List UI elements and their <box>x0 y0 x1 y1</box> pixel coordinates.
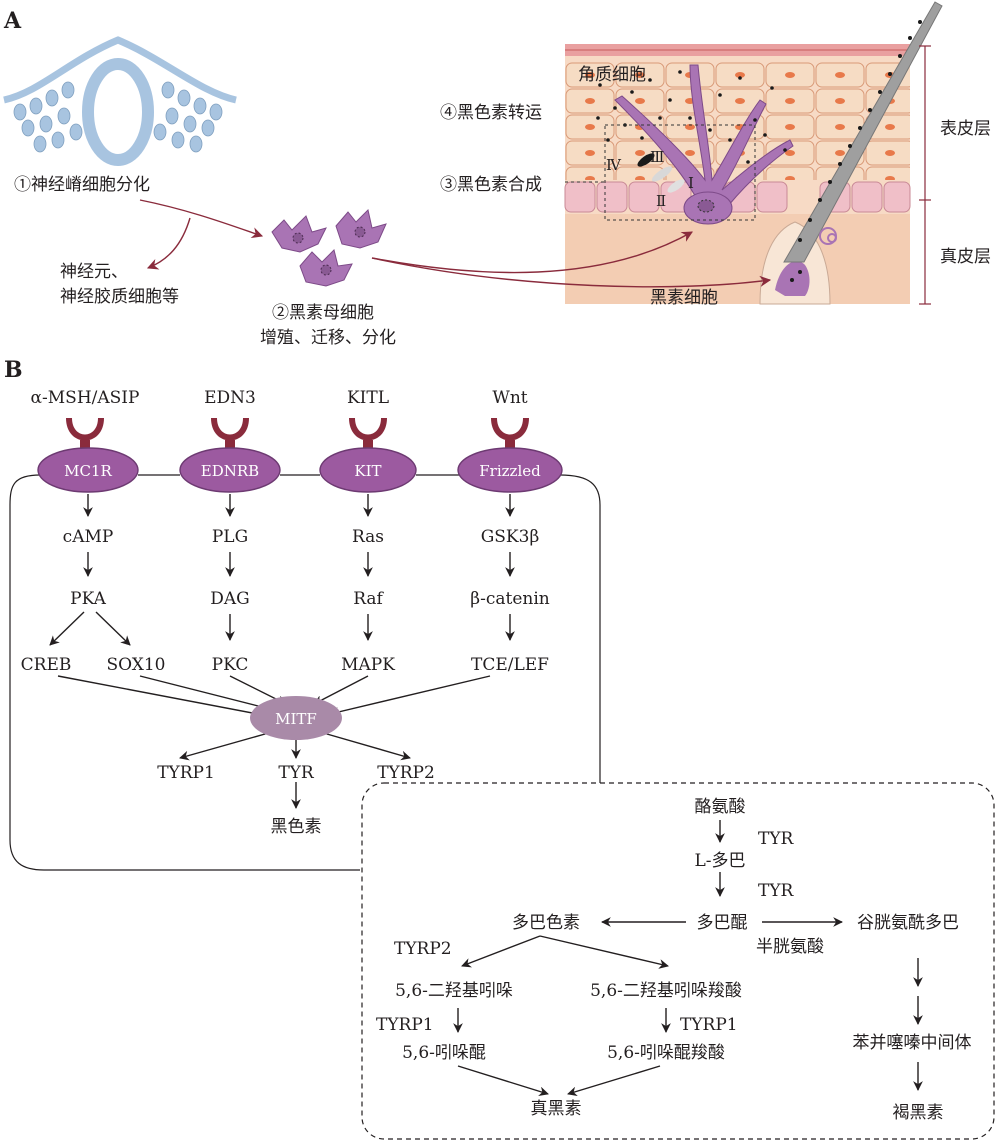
dermis-label: 真皮层 <box>940 247 991 267</box>
panel-b-label: B <box>4 357 23 383</box>
step2-label: ②黑素母细胞 <box>272 303 374 323</box>
syn-dhica: 5,6-二羟基吲哚羧酸 <box>590 981 742 1001</box>
node-gsk3b: GSK3β <box>481 527 540 547</box>
syn-tyrp2: TYRP2 <box>394 939 452 959</box>
arrow-to-follicle-melanocyte <box>371 257 772 288</box>
ligand-msh: α-MSH/ASIP <box>31 388 140 408</box>
mitf-label: MITF <box>275 710 317 728</box>
syn-tyrosine: 酪氨酸 <box>695 797 746 817</box>
syn-glutathione-dopa: 谷胱氨酰多巴 <box>857 913 959 933</box>
node-tce-lef: TCE/LEF <box>471 655 549 675</box>
melanin-label: 黑色素 <box>271 817 322 837</box>
node-ras: Ras <box>352 527 384 547</box>
syn-dopaquinone: 多巴醌 <box>697 913 748 933</box>
ligand-wnt: Wnt <box>492 388 527 408</box>
ligand-kitl: KITL <box>347 388 389 408</box>
node-raf: Raf <box>353 589 384 609</box>
step1-label: ①神经嵴细胞分化 <box>14 175 150 195</box>
receptor-stems <box>66 418 529 458</box>
receptor-ednrb: EDNRB <box>201 462 259 480</box>
node-mapk: MAPK <box>341 655 395 675</box>
syn-indolequinone: 5,6-吲哚醌 <box>402 1043 486 1063</box>
node-pka: PKA <box>70 589 106 609</box>
synthesis-box <box>361 782 995 1140</box>
syn-eumelanin: 真黑素 <box>531 1099 582 1119</box>
syn-tyrp1-a: TYRP1 <box>376 1015 434 1035</box>
synthesis-arrows <box>453 820 923 1097</box>
node-creb: CREB <box>21 655 72 675</box>
step4-label: ④黑色素转运 <box>440 103 542 123</box>
syn-tyrp1-b: TYRP1 <box>680 1015 738 1035</box>
stage-iv-label: Ⅳ <box>606 156 622 174</box>
arrow-to-melanoblast <box>139 199 264 239</box>
syn-l-dopa: L-多巴 <box>694 851 745 871</box>
syn-tyr-1: TYR <box>758 829 795 849</box>
receptor-frizzled: Frizzled <box>479 462 541 480</box>
neurons-label-1: 神经元、 <box>60 262 128 282</box>
node-dag: DAG <box>210 589 250 609</box>
cell-membrane-right <box>559 474 601 785</box>
receptors <box>37 447 563 493</box>
pathway-arrows <box>49 494 515 809</box>
step3-label: ③黑色素合成 <box>440 175 542 195</box>
cell-membrane <box>9 474 360 871</box>
node-sox10: SOX10 <box>106 655 165 675</box>
syn-tyr-2: TYR <box>758 881 795 901</box>
target-tyr: TYR <box>278 763 315 783</box>
arrow-to-epidermal-melanocyte <box>371 231 693 274</box>
melanocyte-label: 黑素细胞 <box>650 288 718 308</box>
syn-dopachrome: 多巴色素 <box>512 913 580 933</box>
neurons-label-2: 神经胶质细胞等 <box>60 287 179 307</box>
node-camp: cAMP <box>63 527 114 547</box>
syn-indolequinone-carboxylic: 5,6-吲哚醌羧酸 <box>607 1043 725 1063</box>
epidermis-label: 表皮层 <box>940 119 991 139</box>
arrow-to-neurons <box>146 217 191 270</box>
receptor-kit: KIT <box>354 462 381 480</box>
ligand-edn3: EDN3 <box>204 388 256 408</box>
stage-i-label: Ⅰ <box>688 174 694 192</box>
syn-pheomelanin: 褐黑素 <box>893 1103 944 1123</box>
node-beta-catenin: β-catenin <box>470 589 550 609</box>
node-pkc: PKC <box>212 655 249 675</box>
stage-ii-label: Ⅱ <box>656 192 666 210</box>
syn-benzothiazine: 苯并噻嗪中间体 <box>853 1033 972 1053</box>
layer-brackets <box>919 45 931 305</box>
mitf-node <box>250 696 342 740</box>
syn-dhi: 5,6-二羟基吲哚 <box>395 981 513 1001</box>
skin-cross-section <box>564 1 943 305</box>
target-tyrp2: TYRP2 <box>377 763 435 783</box>
syn-cysteine: 半胱氨酸 <box>756 937 824 957</box>
keratinocyte-label: 角质细胞 <box>578 65 646 85</box>
panel-a-label: A <box>3 8 22 34</box>
receptor-mc1r: MC1R <box>64 462 112 480</box>
target-tyrp1: TYRP1 <box>157 763 215 783</box>
step2b-label: 增殖、迁移、分化 <box>260 328 396 348</box>
node-plg: PLG <box>212 527 248 547</box>
neural-crest-illustration <box>3 36 237 166</box>
stage-iii-label: Ⅲ <box>650 148 664 166</box>
